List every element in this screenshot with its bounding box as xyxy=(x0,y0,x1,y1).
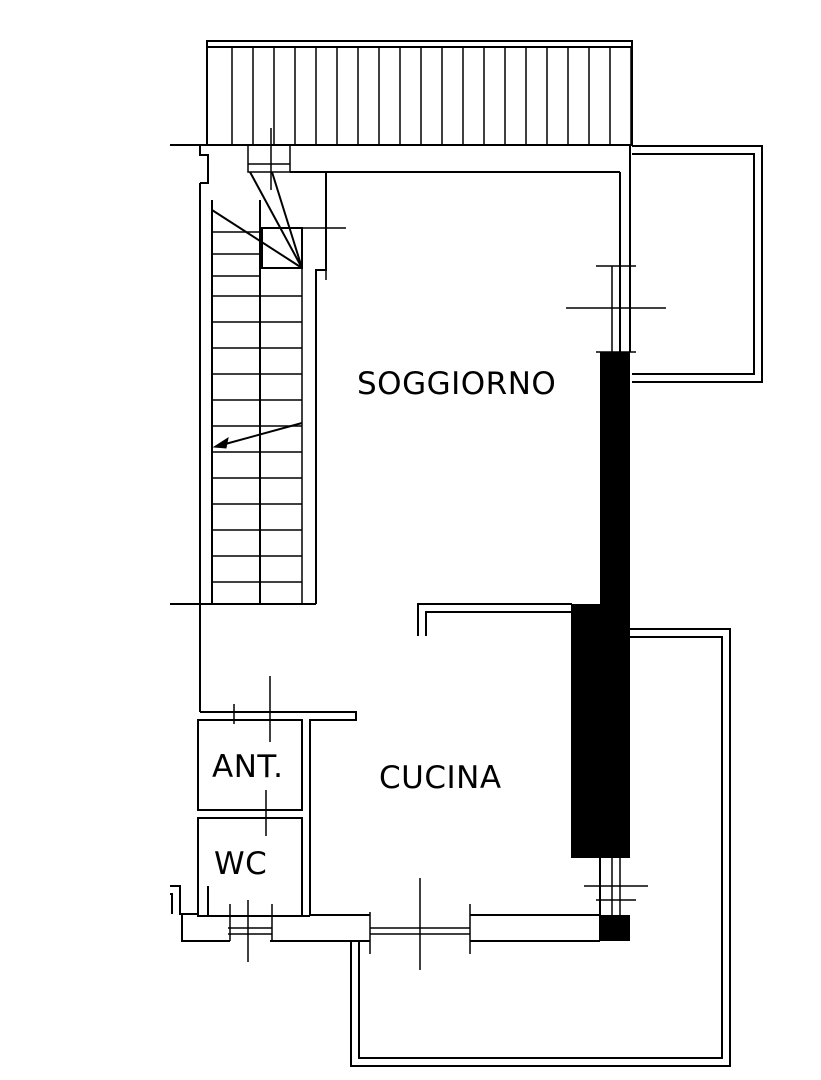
room-label-soggiorno: SOGGIORNO xyxy=(357,366,557,402)
solid-walls xyxy=(571,352,630,941)
room-label-wc: WC xyxy=(214,846,268,882)
walls xyxy=(170,144,631,942)
window-markers xyxy=(228,128,666,970)
room-label-cucina: CUCINA xyxy=(379,760,502,796)
right-balcony xyxy=(632,145,763,383)
room-label-ant: ANT. xyxy=(212,749,284,785)
staircase xyxy=(211,171,303,604)
bottom-terrace xyxy=(350,628,731,1067)
